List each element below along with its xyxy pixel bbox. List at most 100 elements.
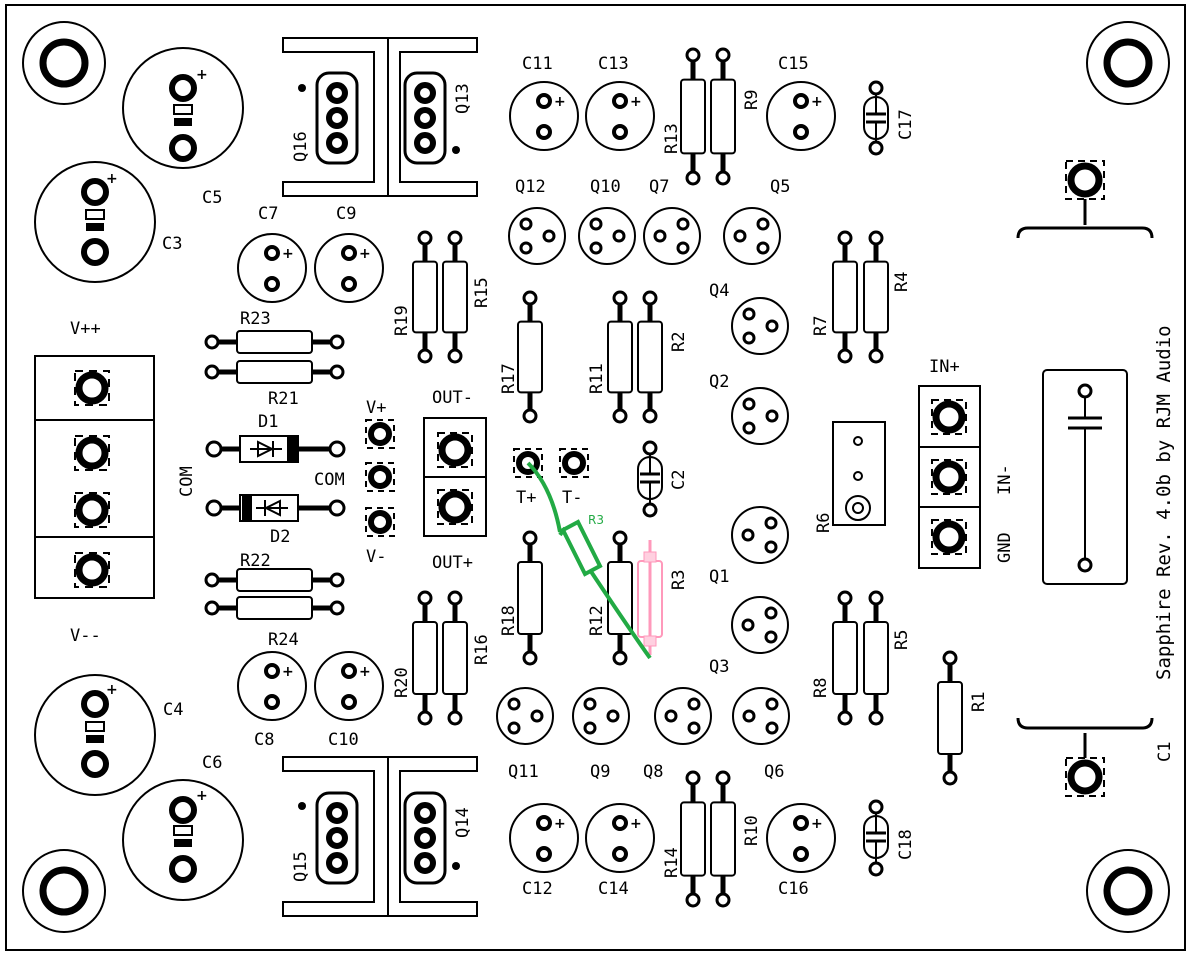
transistor-Q16 [282, 37, 389, 197]
svg-text:+: + [554, 94, 566, 110]
diode-D2 [205, 494, 346, 522]
label-R17: R17 [499, 363, 519, 394]
polarity-plus: + [196, 67, 208, 83]
svg-text:+: + [196, 788, 208, 804]
output-connector [423, 417, 487, 537]
label-in-plus: IN+ [929, 357, 960, 377]
resistor-R9 [710, 47, 736, 186]
label-Q11: Q11 [508, 762, 539, 782]
transistor-Q6 [732, 687, 790, 745]
mounting-hole-bottom-right [1086, 849, 1170, 933]
label-vplus: V+ [366, 398, 386, 418]
svg-text:+: + [630, 816, 642, 832]
label-vminusminus: V-- [70, 626, 101, 646]
transistor-Q4 [731, 297, 789, 355]
resistor-R11 [607, 290, 633, 424]
label-vplusplus: V++ [70, 319, 101, 339]
transistor-Q1 [731, 506, 789, 564]
resistor-R12 [607, 530, 633, 666]
label-Q3: Q3 [709, 657, 729, 677]
resistor-R18 [517, 530, 543, 666]
svg-text:+: + [811, 816, 823, 832]
power-terminal-block [34, 355, 155, 599]
label-Q12: Q12 [515, 177, 546, 197]
label-t-minus: T- [562, 488, 582, 508]
board-outline [5, 4, 1186, 951]
resistor-R13 [680, 47, 706, 186]
label-C2: C2 [669, 470, 689, 490]
capacitor-C18 [863, 799, 889, 877]
capacitor-C3: + [34, 161, 156, 283]
transistor-Q3 [731, 596, 789, 654]
capacitor-labels: C11 C13 C15 C7 C9 C8 C10 C12 C14 C16 [254, 54, 809, 899]
label-gnd: GND [995, 532, 1015, 563]
label-C8: C8 [254, 730, 274, 750]
label-R4: R4 [892, 272, 912, 292]
resistor-R14 [680, 770, 706, 908]
label-C15: C15 [778, 54, 809, 74]
svg-text:+: + [106, 682, 118, 698]
capacitor-C6: + [122, 779, 244, 901]
transistor-Q7 [643, 207, 701, 265]
label-Q5: Q5 [770, 177, 790, 197]
label-R3: R3 [669, 570, 689, 590]
label-C5: C5 [202, 188, 222, 208]
svg-text:+: + [359, 664, 371, 680]
board-credit-text: Sapphire Rev. 4.0b by RJM Audio [1153, 325, 1175, 680]
label-out-plus: OUT+ [432, 553, 473, 573]
label-C1: C1 [1155, 742, 1175, 762]
label-R18: R18 [499, 605, 519, 636]
resistor-R20 [412, 590, 438, 726]
svg-text:+: + [811, 94, 823, 110]
label-C4: C4 [163, 700, 183, 720]
diode-D1 [205, 435, 346, 463]
label-C18: C18 [896, 829, 916, 860]
trimmer-R6 [832, 421, 886, 526]
label-R5: R5 [892, 630, 912, 650]
label-com-left: COM [177, 466, 197, 497]
label-R1: R1 [969, 692, 989, 712]
rework-resistor-R3 [526, 461, 652, 660]
label-D2: D2 [270, 527, 290, 547]
label-com-mid: COM [314, 470, 345, 490]
label-R2: R2 [669, 332, 689, 352]
label-R11: R11 [587, 363, 607, 394]
resistor-R17 [517, 290, 543, 424]
label-C10: C10 [328, 730, 359, 750]
svg-text:+: + [282, 664, 294, 680]
label-out-minus: OUT- [432, 388, 473, 408]
small-transistors [496, 207, 790, 745]
label-Q2: Q2 [709, 372, 729, 392]
label-R23: R23 [240, 309, 271, 329]
label-Q6: Q6 [764, 762, 784, 782]
label-Q14: Q14 [453, 807, 473, 838]
capacitor-C2 [637, 440, 663, 518]
transistor-Q10 [578, 207, 636, 265]
resistor-R19 [412, 230, 438, 364]
svg-text:+: + [106, 171, 118, 187]
transistor-Q14 [387, 756, 478, 917]
resistor-R10 [710, 770, 736, 908]
transistor-Q12 [508, 207, 566, 265]
label-C14: C14 [598, 879, 629, 899]
label-R14: R14 [662, 847, 682, 878]
capacitor-C12: + [509, 803, 579, 873]
label-Q1: Q1 [709, 567, 729, 587]
svg-text:+: + [554, 816, 566, 832]
label-Q16: Q16 [291, 131, 311, 162]
label-C16: C16 [778, 879, 809, 899]
label-R8: R8 [811, 678, 831, 698]
label-Q9: Q9 [590, 762, 610, 782]
label-R19: R19 [392, 305, 412, 336]
svg-text:+: + [359, 246, 371, 262]
label-C13: C13 [598, 54, 629, 74]
transistor-Q8 [654, 687, 712, 745]
label-Q10: Q10 [590, 177, 621, 197]
capacitor-C1 [1016, 160, 1154, 797]
label-R12: R12 [587, 605, 607, 636]
label-R15: R15 [472, 277, 492, 308]
capacitor-C4: + [34, 674, 156, 796]
transistor-Q5 [723, 207, 781, 265]
transistor-Q2 [731, 387, 789, 445]
capacitor-C11: + [509, 81, 579, 151]
